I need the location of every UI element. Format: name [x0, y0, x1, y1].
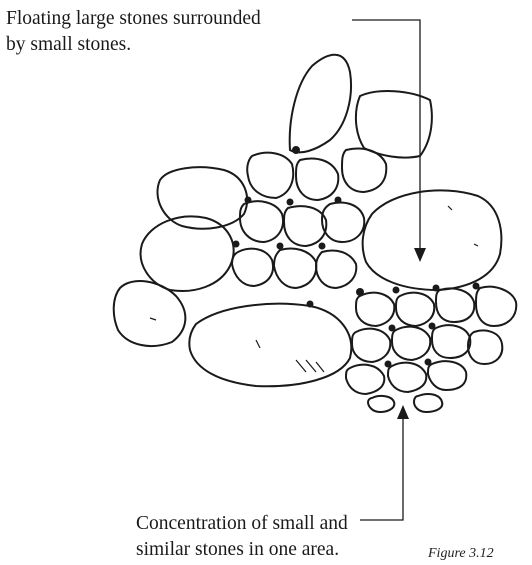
- mortar-dot: [307, 301, 314, 308]
- mortar-dot: [335, 197, 342, 204]
- stone-small-8: [468, 331, 502, 365]
- mortar-dot: [356, 288, 364, 296]
- stone-small-9: [346, 365, 384, 394]
- mortar-dot: [473, 283, 480, 290]
- mortar-dot: [292, 146, 300, 154]
- mortar-dot: [393, 287, 400, 294]
- texture-mark: [150, 318, 156, 320]
- stone-top-tall: [290, 55, 351, 153]
- stone-tiny-2: [414, 394, 442, 412]
- stone-small-2: [396, 293, 434, 326]
- mortar-dot: [277, 243, 284, 250]
- stone-small-10: [388, 363, 426, 392]
- stone-small-5: [352, 329, 390, 362]
- mortar-dot: [287, 199, 294, 206]
- bottom-arrowhead: [397, 405, 409, 419]
- texture-mark: [296, 360, 324, 372]
- stone-right-large: [363, 190, 502, 290]
- stone-tiny-1: [368, 396, 394, 412]
- stone-small-4: [476, 287, 516, 326]
- mortar-dot: [389, 325, 396, 332]
- stone-small-7: [432, 325, 470, 358]
- texture-mark: [256, 340, 260, 348]
- mortar-dot: [433, 285, 440, 292]
- texture-mark: [474, 244, 478, 246]
- stone-center-9: [316, 251, 356, 289]
- mortar-dot: [425, 359, 432, 366]
- stone-center-3: [342, 149, 386, 192]
- stone-small-6: [392, 327, 430, 360]
- stone-center-7: [232, 249, 273, 286]
- mortar-dot: [429, 323, 436, 330]
- mortar-dot: [245, 197, 252, 204]
- stone-small-11: [428, 361, 466, 390]
- mortar-dot: [385, 361, 392, 368]
- top-leader-line: [352, 20, 420, 255]
- stone-center-8: [274, 249, 316, 289]
- stone-bottom-large: [189, 304, 351, 387]
- mortar-dot: [233, 241, 240, 248]
- stone-center-2: [296, 159, 338, 200]
- top-arrowhead: [414, 248, 426, 262]
- stone-small-3: [436, 289, 474, 323]
- texture-mark: [448, 206, 452, 210]
- bottom-leader-line: [360, 412, 403, 520]
- mortar-dot: [319, 243, 326, 250]
- stone-center-5: [284, 206, 326, 246]
- stone-small-1: [356, 293, 394, 326]
- stone-center-6: [322, 203, 364, 242]
- stone-center-1: [247, 153, 293, 198]
